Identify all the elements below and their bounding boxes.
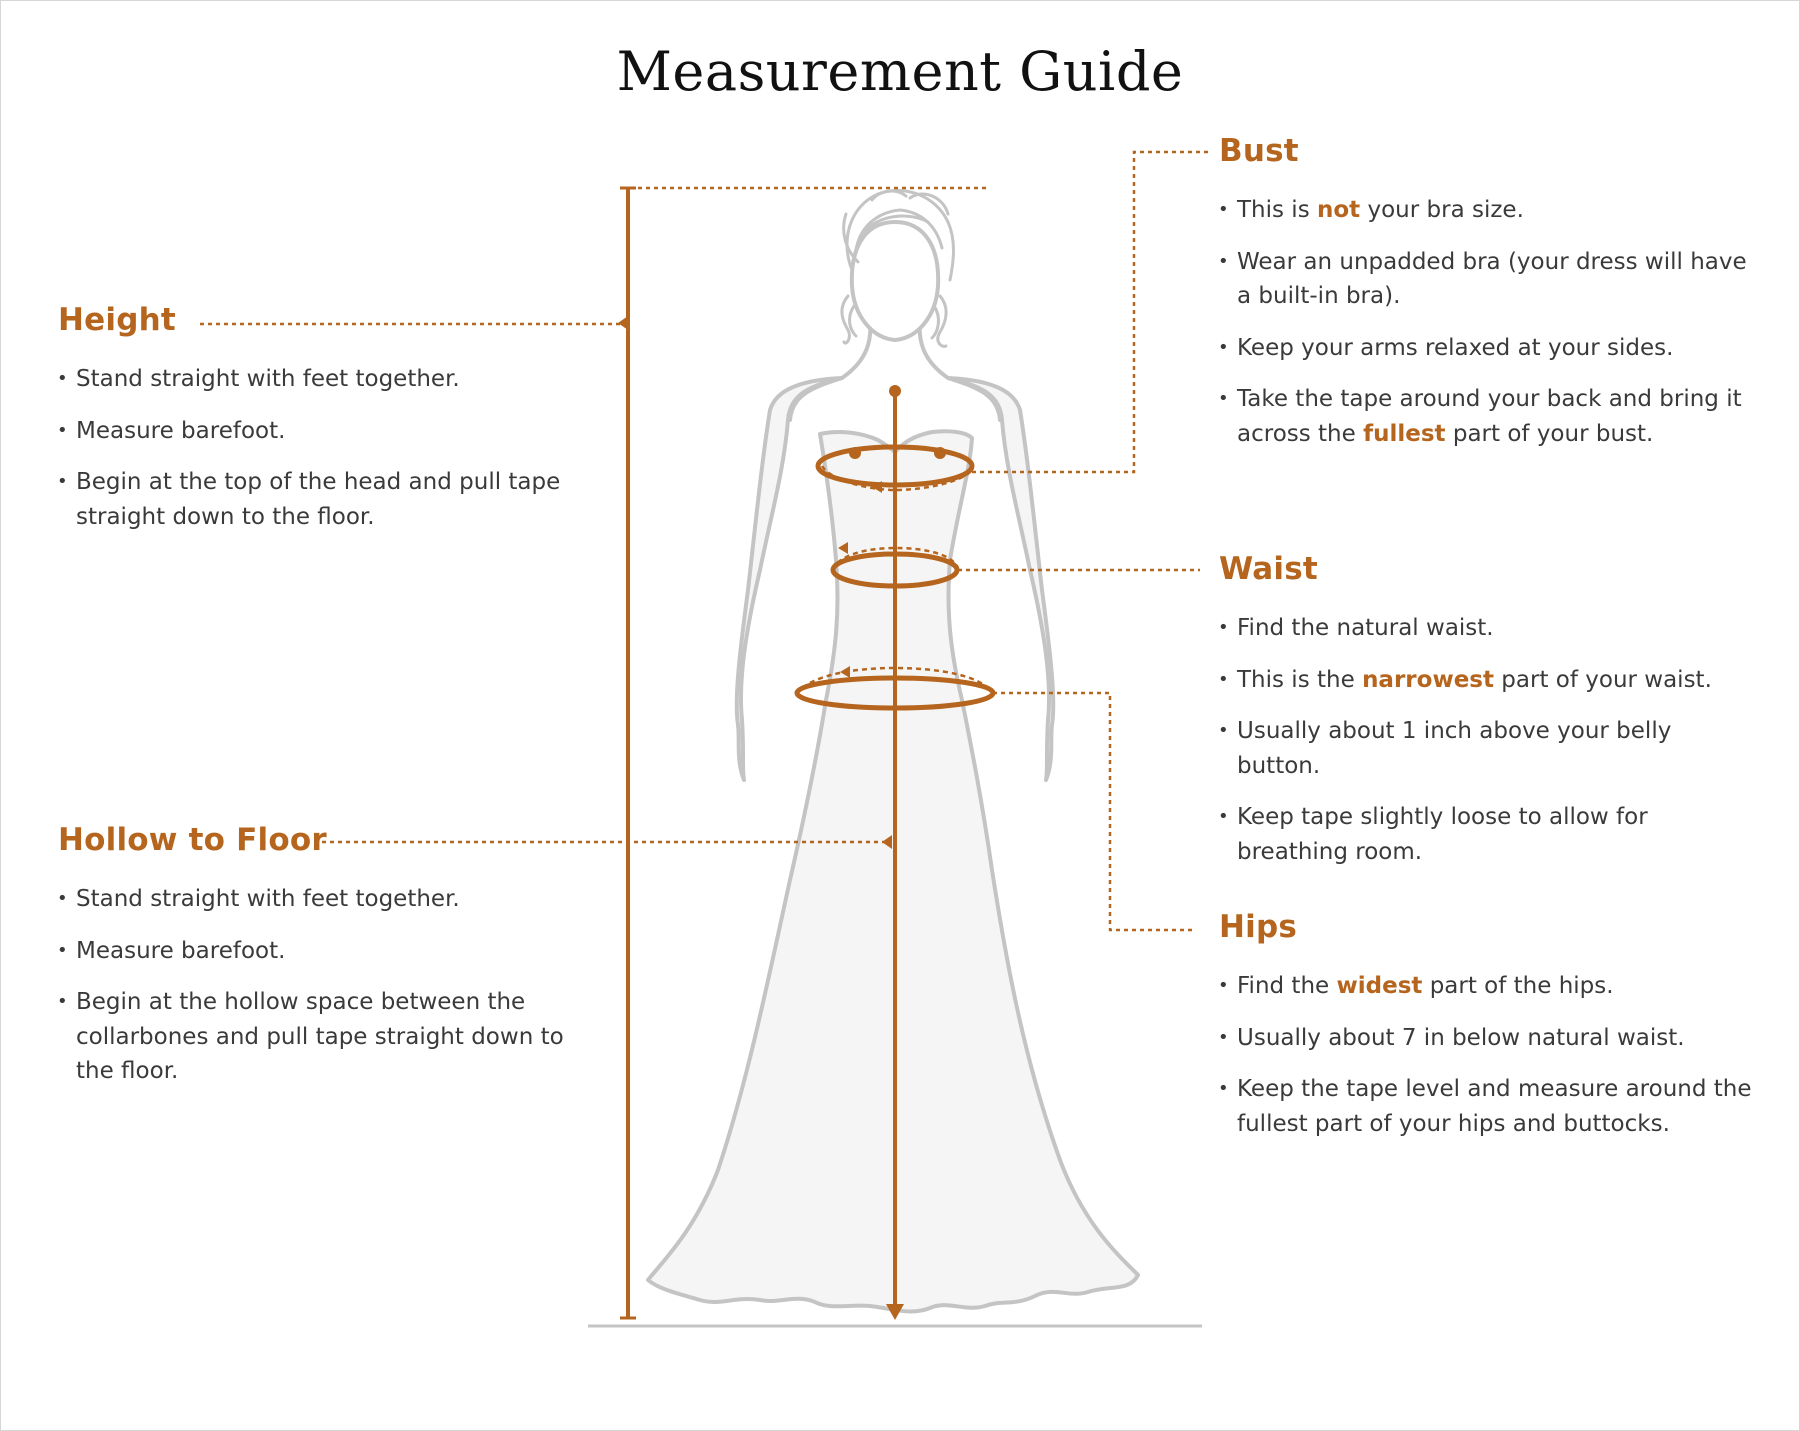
waist-list: Find the natural waist. This is the narro… — [1218, 611, 1759, 869]
item-text: Wear an unpadded bra (your dress will ha… — [1237, 248, 1747, 310]
list-item: Begin at the hollow space between the co… — [57, 985, 578, 1089]
item-text: Measure barefoot. — [76, 417, 286, 444]
item-text: Usually about 1 inch above your belly bu… — [1237, 718, 1672, 779]
hips-heading: Hips — [1219, 909, 1298, 945]
waist-arrow — [838, 542, 848, 554]
item-text: Begin at the hollow space between the co… — [76, 989, 564, 1084]
waist-heading: Waist — [1219, 551, 1318, 587]
item-text: Take the tape around your back and bring… — [1237, 386, 1742, 447]
hollow-to-floor-heading: Hollow to Floor — [58, 822, 327, 858]
item-text: your bra size. — [1360, 197, 1524, 223]
highlight-text: fullest — [1363, 420, 1446, 447]
height-measure — [200, 186, 988, 1320]
item-text: Keep tape slightly loose to allow for br… — [1237, 804, 1648, 865]
list-item: Stand straight with feet together. — [57, 362, 578, 397]
hollow-to-floor-section: Hollow to Floor Stand straight with feet… — [57, 822, 578, 1106]
list-item: Usually about 7 in below natural waist. — [1218, 1021, 1759, 1056]
bust-list: This is not your bra size. Wear an unpadd… — [1218, 193, 1759, 451]
hollow-to-floor-measure — [322, 385, 904, 1320]
list-item: Find the widest part of the hips. — [1218, 969, 1759, 1004]
face — [849, 219, 941, 343]
waist-section: Waist Find the natural waist. This is the… — [1218, 551, 1759, 886]
item-text: Find the — [1237, 973, 1337, 999]
highlight-text: widest — [1336, 973, 1423, 999]
list-item: Begin at the top of the head and pull ta… — [57, 465, 578, 534]
list-item: This is the narrowest part of your waist… — [1218, 663, 1759, 698]
page-title: Measurement Guide — [616, 40, 1184, 103]
item-text: part of your bust. — [1445, 420, 1654, 447]
hips-list: Find the widest part of the hips. Usually… — [1218, 969, 1759, 1141]
height-heading: Height — [58, 302, 176, 338]
list-item: Usually about 1 inch above your belly bu… — [1218, 714, 1759, 783]
list-item: This is not your bra size. — [1218, 193, 1759, 228]
item-text: Begin at the top of the head and pull ta… — [76, 469, 561, 530]
bust-leader — [972, 150, 1210, 474]
head — [849, 219, 941, 343]
hips-leader — [993, 691, 1196, 932]
list-item: Keep the tape level and measure around t… — [1218, 1072, 1759, 1141]
item-text: Measure barefoot. — [76, 937, 286, 964]
bust-dot-right — [934, 447, 946, 459]
tape-arrows — [838, 447, 946, 678]
hollow-to-floor-list: Stand straight with feet together. Measur… — [57, 882, 578, 1089]
item-text: part of the hips. — [1422, 973, 1614, 999]
item-text: This is the — [1237, 666, 1363, 693]
bust-dot-left — [849, 447, 861, 459]
leader-lines — [958, 150, 1210, 932]
list-item: Take the tape around your back and bring… — [1218, 382, 1759, 451]
bust-section: Bust This is not your bra size. Wear an u… — [1218, 133, 1759, 468]
height-section: Height Stand straight with feet together… — [57, 302, 578, 551]
hips-arrow — [840, 666, 850, 678]
item-text: Keep your arms relaxed at your sides. — [1237, 334, 1674, 361]
list-item: Find the natural waist. — [1218, 611, 1759, 646]
neck — [788, 316, 1002, 422]
list-item: Measure barefoot. — [57, 934, 578, 969]
list-item: Keep tape slightly loose to allow for br… — [1218, 800, 1759, 869]
hips-tape-back — [795, 666, 991, 695]
hair-strands — [840, 189, 955, 348]
item-text: Keep the tape level and measure around t… — [1237, 1076, 1752, 1137]
list-item: Wear an unpadded bra (your dress will ha… — [1218, 245, 1759, 314]
list-item: Stand straight with feet together. — [57, 882, 578, 917]
left-arm — [734, 376, 844, 782]
list-item: Measure barefoot. — [57, 414, 578, 449]
hips-section: Hips Find the widest part of the hips. Us… — [1218, 909, 1759, 1158]
item-text: Stand straight with feet together. — [76, 886, 460, 912]
item-text: part of your waist. — [1493, 666, 1712, 693]
highlight-text: narrowest — [1362, 666, 1494, 693]
list-item: Keep your arms relaxed at your sides. — [1218, 331, 1759, 366]
height-list: Stand straight with feet together. Measur… — [57, 362, 578, 534]
bust-arrow — [872, 481, 882, 493]
bust-heading: Bust — [1219, 133, 1299, 169]
right-arm — [946, 376, 1056, 782]
highlight-text: not — [1317, 197, 1361, 223]
item-text: Usually about 7 in below natural waist. — [1237, 1024, 1685, 1051]
item-text: Stand straight with feet together. — [76, 366, 460, 392]
item-text: Find the natural waist. — [1237, 615, 1494, 641]
item-text: This is — [1237, 197, 1317, 223]
